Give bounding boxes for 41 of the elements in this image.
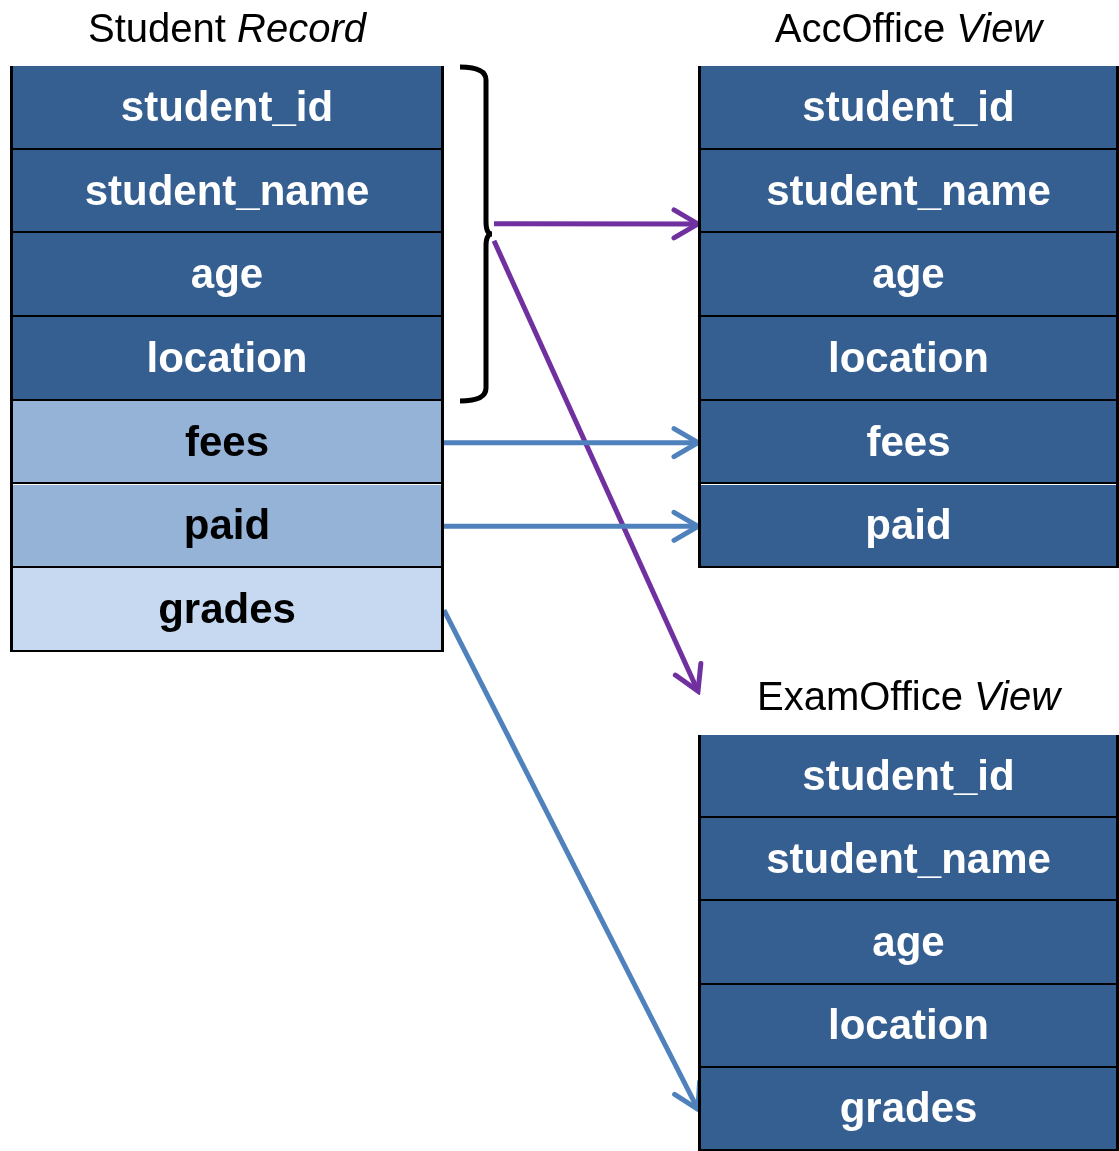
field-name: student_name (766, 166, 1051, 215)
field-name: paid (865, 501, 952, 550)
table-row (698, 484, 1119, 569)
curly-bracket (458, 64, 494, 404)
table-row (698, 66, 1119, 150)
table-row (698, 149, 1119, 234)
field-name: student_id (120, 82, 334, 131)
field-name: location (828, 1001, 989, 1050)
table-row (10, 400, 444, 485)
table-row (10, 484, 444, 569)
table-row (698, 317, 1119, 401)
table-row (698, 735, 1119, 819)
field-name: grades (158, 585, 296, 634)
table-row (698, 233, 1119, 318)
table-row (698, 400, 1119, 485)
field-name: paid (183, 501, 271, 550)
table-row (698, 901, 1119, 985)
table-title: AccOffice View (773, 5, 1045, 52)
table-row (698, 1067, 1119, 1151)
table-row (698, 984, 1119, 1068)
field-name: fees (866, 417, 951, 466)
arrow (491, 239, 704, 694)
field-name: age (190, 250, 264, 299)
table-row (10, 317, 444, 401)
table-row (10, 149, 444, 234)
field-name: grades (839, 1084, 978, 1133)
field-name: location (146, 333, 308, 382)
table-title: ExamOffice View (755, 673, 1063, 720)
field-name: age (872, 918, 945, 966)
field-name: student_id (802, 82, 1015, 131)
field-name: fees (184, 417, 270, 466)
field-name: age (872, 250, 945, 299)
field-name: student_name (766, 834, 1051, 883)
table-row (10, 568, 444, 652)
field-name: location (828, 333, 989, 382)
table-title: Student Record (87, 5, 368, 52)
table-row (698, 818, 1119, 902)
table-row (10, 233, 444, 318)
field-name: student_id (802, 751, 1015, 800)
table-row (10, 66, 444, 150)
field-name: student_name (84, 166, 370, 215)
